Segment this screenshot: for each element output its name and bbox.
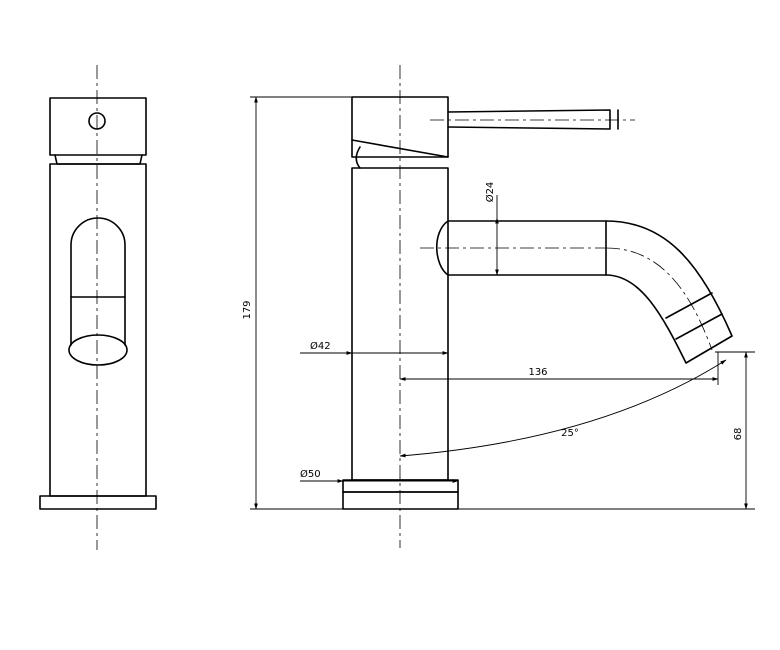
front-body [49,163,147,497]
dim-total-height: 179 [242,96,352,510]
dim-spout-height: 68 [715,351,755,510]
front-base [39,495,157,510]
front-view [39,65,157,550]
dim-swivel-angle: 25° [399,359,727,458]
side-spout-band-1 [665,292,713,319]
dim-base-diameter-label: Ø50 [300,468,321,480]
side-base-plate [342,491,459,510]
side-cap-chamfer [351,139,449,169]
dim-body-diameter-label: Ø42 [310,340,331,352]
side-spout [436,220,733,364]
dim-swivel-angle-label: 25° [561,428,579,439]
front-handle-lever-end [88,112,106,130]
side-handle-lever [447,109,611,130]
side-base [342,479,459,493]
side-spout-arc-centerline [605,247,713,351]
side-view: 179 Ø24 Ø42 136 25° 68 [242,65,755,548]
front-spout-outline [70,217,126,346]
front-handle-cap [49,97,147,156]
front-spout-outlet [68,334,128,366]
dim-spout-diameter-label: Ø24 [484,182,496,203]
front-neck [54,154,143,165]
side-spout-band-2 [675,313,723,340]
dim-total-height-label: 179 [242,300,253,319]
dim-spout-diameter: Ø24 [484,182,499,276]
dim-spout-height-label: 68 [733,428,744,441]
dim-spout-reach-label: 136 [528,367,547,378]
dim-base-diameter: Ø50 [300,468,459,483]
dim-body-diameter: Ø42 [300,340,449,355]
